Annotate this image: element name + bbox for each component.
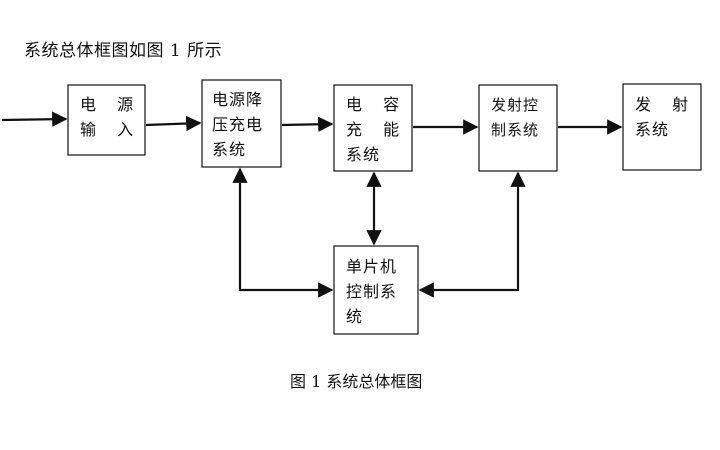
arrow-launchctrl-mcu (418, 171, 526, 298)
figure-caption: 图 1 系统总体框图 (290, 372, 423, 391)
arrow-power-to-stepdown (145, 115, 202, 132)
step-down-charging-label: 电源降 压充电 系统 (212, 90, 264, 159)
launch-system-label: 发 射 系统 (635, 95, 697, 139)
power-input-box (67, 84, 146, 156)
launch-system-box (622, 83, 702, 171)
capacitor-energy-box (333, 84, 413, 172)
arrow-stepdown-to-capacitor (281, 116, 334, 132)
launch-control-label: 发射控 制系统 (491, 96, 540, 139)
arrow-stepdown-mcu (232, 167, 334, 298)
step-down-charging-box (201, 79, 282, 168)
mcu-control-label: 单片机 控制系 统 (346, 257, 398, 326)
capacitor-energy-label: 电 容 充 能 系统 (346, 95, 408, 164)
power-input-label: 电 源 输 入 (80, 95, 142, 139)
intro-text: 系统总体框图如图 1 所示 (24, 41, 223, 61)
mcu-control-box (333, 245, 419, 335)
launch-control-box (478, 84, 558, 172)
arrow-input-to-power (1, 111, 68, 127)
